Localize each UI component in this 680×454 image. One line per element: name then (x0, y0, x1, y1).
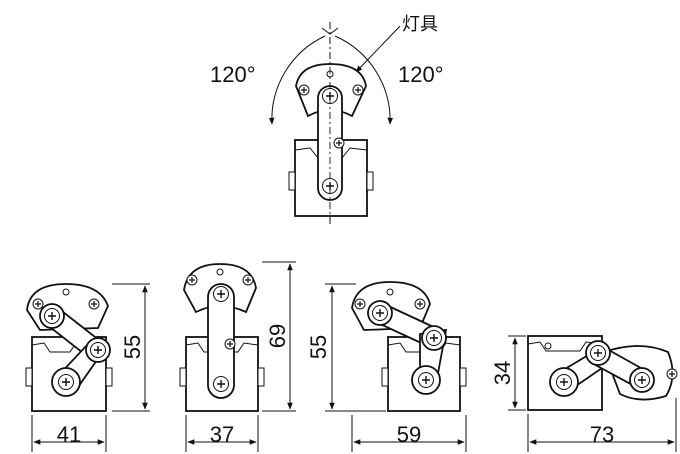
angle-label-left: 120° (210, 62, 256, 87)
position-3: 55 59 (306, 281, 467, 452)
dim-width-1: 41 (57, 422, 81, 447)
position-2: 69 37 (179, 261, 296, 452)
position-1: 55 41 (25, 283, 150, 452)
dim-width-3: 59 (397, 422, 421, 447)
top-view: 灯具 120° 120° (210, 14, 444, 225)
dim-width-4: 73 (590, 422, 614, 447)
dim-height-3: 55 (306, 335, 331, 359)
dim-width-2: 37 (210, 422, 234, 447)
position-4: 34 73 (490, 335, 678, 452)
dim-height-1: 55 (120, 335, 145, 359)
fixture-leader-arrow (355, 25, 401, 73)
rotation-arc-right (334, 35, 394, 125)
dim-height-2: 69 (265, 324, 290, 348)
angle-label-right: 120° (398, 62, 444, 87)
fixture-label: 灯具 (402, 14, 438, 34)
rotation-arc-left (268, 35, 326, 125)
dim-height-4: 34 (490, 361, 515, 385)
